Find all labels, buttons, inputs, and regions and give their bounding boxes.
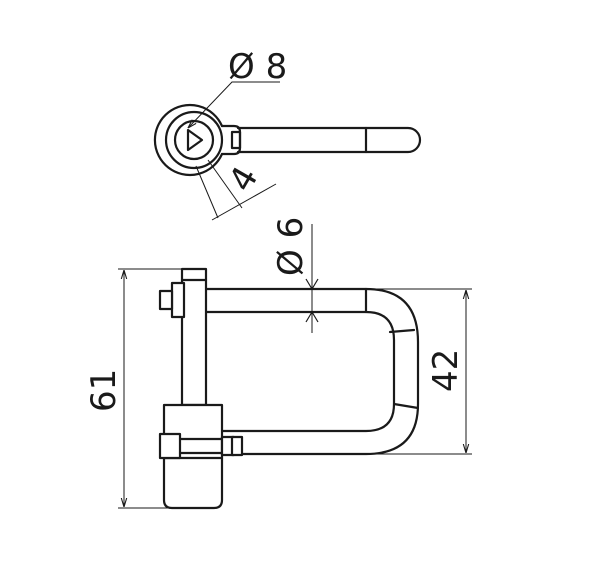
top-view-handle [236, 126, 422, 154]
bow-outer [204, 287, 420, 456]
diameter-6-label: Ø 6 [271, 217, 311, 276]
diameter-8-label: Ø 8 [228, 47, 287, 87]
overall-61-label: 61 [84, 369, 124, 412]
top-view: Ø 8 4 [153, 47, 422, 221]
side-view: Ø 6 42 61 [84, 217, 472, 510]
top-view-ring [153, 103, 224, 177]
height-42-label: 42 [426, 349, 466, 392]
bow-inner [204, 310, 396, 433]
diameter-8-leader [188, 81, 280, 128]
vertical-pin [180, 267, 208, 407]
sleeve-body [162, 403, 224, 510]
collar-bolt [158, 432, 182, 460]
triangle-symbol-icon [186, 128, 204, 152]
width-4-dimension-line [211, 183, 277, 221]
